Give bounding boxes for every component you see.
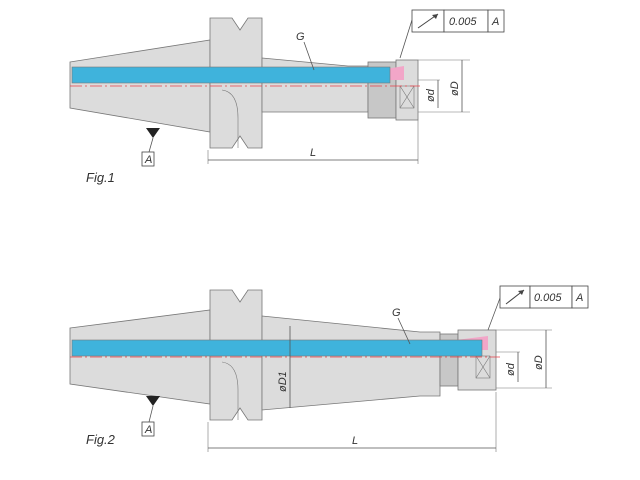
fig2-d-label: ød [505,362,517,376]
fig2-datum-triangle [146,396,160,406]
fig2-nut-knurl [475,355,491,379]
fig2-tol-datum: A [575,292,583,304]
fig2-extension [261,315,441,411]
runout-arrow-icon [417,13,439,29]
fig2-tol-value: 0.005 [534,292,562,304]
fig2-caption: Fig.2 [86,432,116,447]
fig1-flange-curve [221,89,239,148]
fig1-datum-leader [148,137,154,153]
fig1-d-label: ød [425,88,437,102]
fig1-tol-datum-box [487,9,505,33]
fig2-tol-leader [487,297,501,331]
fig2-datum-leader [148,405,154,423]
runout-arrow-icon [505,289,525,305]
fig1-datum-box [141,151,155,167]
fig2-g-leader [397,317,411,345]
fig2-datum-label: A [144,424,152,436]
fig2-D-label: øD [533,355,545,370]
fig1-L-label: L [310,147,316,159]
fig1-tol-datum: A [491,16,499,28]
fig2-datum-box [141,421,155,437]
fig1-tol-value: 0.005 [449,16,477,28]
fig1-g-leader [303,41,315,71]
fig1-D-label: øD [449,81,461,96]
fig2-tol-datum-box [571,285,589,309]
fig1-datum-triangle [146,128,160,138]
fig1-shank [261,57,369,113]
fig1-g-label: G [296,31,305,43]
fig1-caption: Fig.1 [86,170,115,185]
fig2-holder [69,289,500,421]
fig1-coolant-channel [72,67,390,83]
fig2-D1-label: øD1 [277,371,289,392]
fig2-g-label: G [392,307,401,319]
fig1-holder [69,17,420,149]
fig2-L-label: L [352,435,358,447]
fig2-coolant-outline [71,339,483,357]
fig2-flange-curve [221,361,239,420]
fig1-tol-leader [399,19,413,59]
fig1-coolant-outline [71,66,391,84]
fig2-coolant-channel [72,340,482,356]
fig1-datum-label: A [144,154,152,166]
